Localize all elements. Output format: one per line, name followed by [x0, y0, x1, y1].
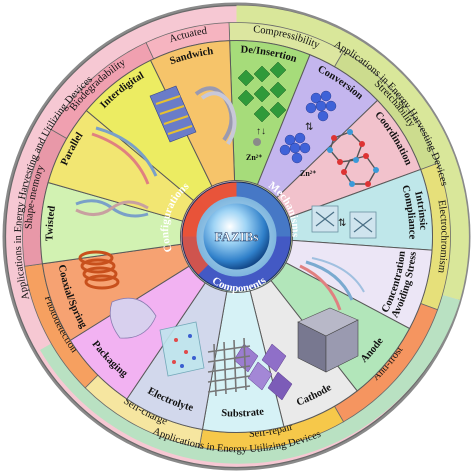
- coordination-network-icon: [327, 129, 379, 187]
- substrate-mesh-icon: [207, 337, 251, 397]
- sandwich-layers-icon: [194, 86, 237, 146]
- sector-sandwich: [149, 40, 236, 187]
- hub: Configurations Mechanisms Components FAZ…: [159, 179, 301, 294]
- sector-illustrations: ↑↓ ⇅ ⇅: [75, 61, 379, 401]
- fazib-globe: [203, 203, 270, 270]
- center-title: FAZIBs: [215, 229, 259, 244]
- zn-ion-label-a: Zn²⁺: [246, 153, 262, 162]
- cathode-crystal-icon: [233, 343, 293, 401]
- feature-label: Electrochromism: [435, 199, 449, 274]
- reversible-arrow-icon: ⇅: [305, 122, 313, 133]
- svg-text:⇅: ⇅: [338, 218, 346, 229]
- curved-strip-icon: [299, 257, 365, 311]
- electrolyte-gel-icon: [159, 321, 205, 377]
- interdigital-electrode-icon: [149, 85, 197, 143]
- sector-label: Twisted: [44, 205, 57, 241]
- intrinsic-compliance-icon: ⇅: [311, 205, 377, 239]
- zn-ion-label-b: Zn²⁺: [300, 169, 316, 178]
- packaging-film-icon: [109, 297, 157, 339]
- anode-cube-icon: [297, 307, 359, 373]
- spring-coil-icon: [78, 250, 120, 290]
- twisted-fiber-icon: [75, 199, 149, 218]
- conversion-cluster-icon: [279, 90, 337, 164]
- parallel-fiber-icon: [91, 126, 158, 185]
- layered-crystal-icon: ↑↓: [237, 61, 287, 146]
- svg-text:↑↓: ↑↓: [256, 126, 266, 137]
- sector-label: Substrate: [221, 406, 265, 419]
